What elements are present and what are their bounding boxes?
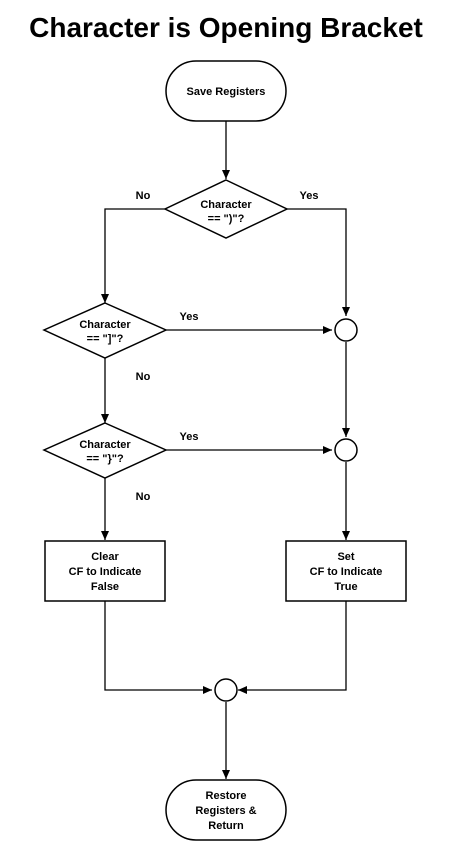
node-save-registers: Save Registers [165, 60, 287, 122]
junction-2 [334, 438, 358, 462]
node-restore-line3: Return [208, 820, 244, 832]
edges [101, 121, 350, 779]
decision-square-line1: Character [79, 319, 131, 331]
edge-set-to-merge [238, 601, 347, 694]
label-paren-yes: Yes [300, 190, 319, 202]
label-paren-no: No [136, 190, 151, 202]
node-restore-line1: Restore [206, 790, 247, 802]
node-restore-line2: Registers & [195, 805, 256, 817]
node-restore: Restore Registers & Return [165, 779, 287, 841]
decision-paren: Character == ")"? [163, 179, 289, 239]
decision-square: Character == "]"? [42, 302, 168, 359]
diagram-title: Character is Opening Bracket [29, 12, 423, 43]
process-set-line2: CF to Indicate [310, 566, 383, 578]
edge-paren-yes [287, 208, 350, 316]
decision-curly-line2: == "}"? [86, 453, 124, 465]
process-clear-cf: Clear CF to Indicate False [44, 540, 166, 602]
edge-paren-no [101, 208, 165, 303]
label-curly-no: No [136, 491, 151, 503]
node-save-registers-label: Save Registers [187, 86, 266, 98]
label-square-no: No [136, 371, 151, 383]
label-square-yes: Yes [180, 311, 199, 323]
junction-1 [334, 318, 358, 342]
process-set-line1: Set [337, 551, 354, 563]
process-clear-line1: Clear [91, 551, 119, 563]
junction-merge [214, 678, 238, 702]
process-set-line3: True [334, 581, 357, 593]
decision-curly: Character == "}"? [42, 422, 168, 479]
edge-clear-to-merge [104, 601, 212, 694]
label-curly-yes: Yes [180, 431, 199, 443]
decision-square-line2: == "]"? [87, 333, 124, 345]
decision-curly-line1: Character [79, 439, 131, 451]
process-clear-line3: False [91, 581, 119, 593]
decision-paren-line2: == ")"? [208, 213, 245, 225]
process-clear-line2: CF to Indicate [69, 566, 142, 578]
process-set-cf: Set CF to Indicate True [285, 540, 407, 602]
decision-paren-line1: Character [200, 199, 252, 211]
